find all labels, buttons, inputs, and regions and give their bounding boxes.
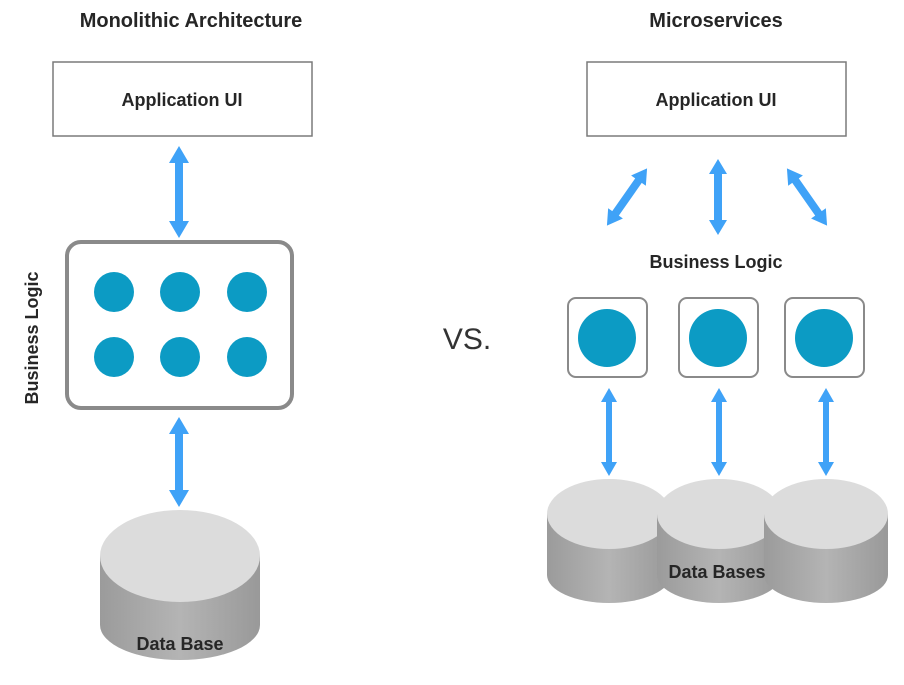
monolithic-app-ui-label: Application UI: [122, 90, 243, 110]
monolithic-title: Monolithic Architecture: [80, 10, 303, 32]
double-headed-arrow-icon: [786, 168, 828, 226]
service-dot-icon: [578, 309, 636, 367]
database-label: Data Base: [136, 634, 223, 654]
microservices-app-ui-label: Application UI: [656, 90, 777, 110]
double-headed-arrow-icon: [169, 146, 189, 238]
monolithic-app-ui-box: Application UI: [52, 61, 313, 137]
database-cylinder-icon: [547, 479, 671, 603]
microservices-app-ui-box: Application UI: [586, 61, 847, 137]
microservices-business-logic-label: Business Logic: [649, 252, 782, 272]
database-cylinder-icon: [657, 479, 781, 603]
service-box: [567, 297, 648, 378]
databases-label: Data Bases: [668, 562, 765, 582]
double-headed-arrow-icon: [709, 159, 727, 235]
vs-label: VS.: [443, 323, 491, 356]
double-headed-arrow-icon: [606, 168, 648, 226]
service-dot-icon: [160, 337, 200, 377]
database-cylinder-icon: Data Base: [100, 510, 260, 660]
service-dot-icon: [227, 337, 267, 377]
service-dot-icon: [94, 337, 134, 377]
service-dot-icon: [795, 309, 853, 367]
service-dot-icon: [94, 272, 134, 312]
service-dot-icon: [689, 309, 747, 367]
double-headed-arrow-icon: [601, 388, 617, 476]
service-box: [678, 297, 759, 378]
database-cylinder-icon: [764, 479, 888, 603]
service-box: [784, 297, 865, 378]
double-headed-arrow-icon: [711, 388, 727, 476]
monolithic-business-logic-label: Business Logic: [22, 271, 42, 404]
double-headed-arrow-icon: [818, 388, 834, 476]
monolithic-business-logic-box: [65, 240, 294, 410]
microservices-title: Microservices: [649, 10, 782, 32]
service-dot-icon: [227, 272, 267, 312]
service-dot-icon: [160, 272, 200, 312]
double-headed-arrow-icon: [169, 417, 189, 507]
